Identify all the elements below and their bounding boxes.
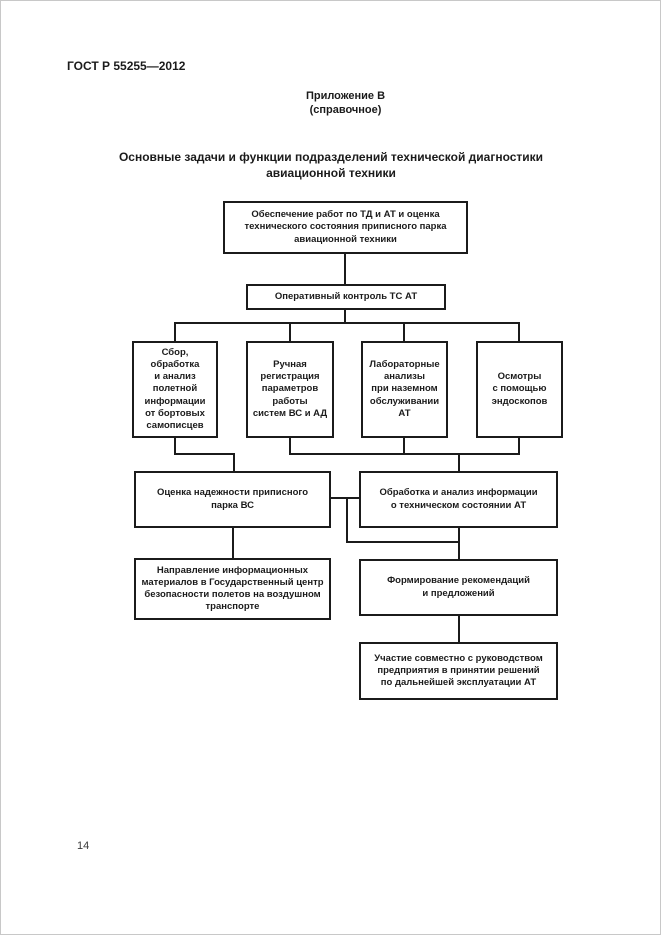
connector-flightdata-down: [174, 438, 176, 455]
connector-into-processing: [458, 453, 460, 471]
connector-tee-right: [346, 541, 460, 543]
connector-control-to-bus: [344, 310, 346, 324]
node-flight-data: Сбор, обработка и анализ полетной информ…: [132, 341, 218, 438]
connector-tee-down: [346, 497, 348, 543]
connector-bus-top: [174, 322, 520, 324]
connector-into-reliability: [233, 453, 235, 471]
figure-title: Основные задачи и функции подразделений …: [118, 150, 544, 180]
node-info-to-state-center: Направление информационных материалов в …: [134, 558, 331, 620]
connector-root-to-control: [344, 254, 346, 284]
node-manual-registration: Ручная регистрация параметров работы сис…: [246, 341, 334, 438]
page-number: 14: [77, 840, 90, 852]
connector-flightdata-elbow: [174, 453, 235, 455]
connector-reliability-down: [232, 528, 234, 558]
connector-processing-down: [458, 528, 460, 559]
connector-recommendations-down: [458, 616, 460, 642]
node-info-processing: Обработка и анализ информации о техничес…: [359, 471, 558, 528]
node-operational-control: Оперативный контроль ТС АТ: [246, 284, 446, 310]
connector-bus-drop-4: [518, 322, 520, 341]
node-recommendations: Формирование рекомендаций и предложений: [359, 559, 558, 616]
connector-manual-down: [289, 438, 291, 455]
node-endoscope-inspections: Осмотры с помощью эндоскопов: [476, 341, 563, 438]
connector-bus-bottom: [289, 453, 520, 455]
connector-reliability-processing: [331, 497, 359, 499]
connector-bus-drop-3: [403, 322, 405, 341]
connector-endoscope-down: [518, 438, 520, 455]
connector-bus-drop-1: [174, 322, 176, 341]
node-lab-analyses: Лабораторные анализы при наземном обслуж…: [361, 341, 448, 438]
node-joint-decisions: Участие совместно с руководством предпри…: [359, 642, 558, 700]
annex-label: Приложение В (справочное): [305, 90, 386, 116]
doc-number: ГОСТ Р 55255—2012: [67, 59, 186, 73]
node-root: Обеспечение работ по ТД и АТ и оценка те…: [223, 201, 468, 254]
node-reliability-assessment: Оценка надежности приписного парка ВС: [134, 471, 331, 528]
connector-bus-drop-2: [289, 322, 291, 341]
connector-lab-down: [403, 438, 405, 455]
